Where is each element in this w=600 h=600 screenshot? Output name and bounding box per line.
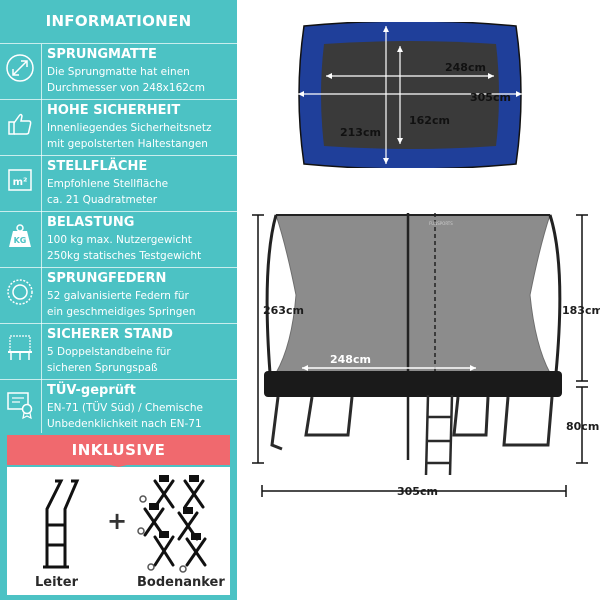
feature-description-line: ein geschmeidiges Springen bbox=[47, 306, 196, 318]
feature-description-line: EN-71 (TÜV Süd) / Chemische bbox=[47, 402, 203, 414]
feature-divider bbox=[41, 100, 42, 156]
feature-divider bbox=[41, 44, 42, 100]
feature-description-line: Die Sprungmatte hat einen bbox=[47, 66, 190, 78]
feature-belastung: KG BELASTUNG 100 kg max. Nutzergewicht 2… bbox=[0, 211, 237, 268]
feature-description-line: 250kg statisches Testgewicht bbox=[47, 250, 202, 262]
square-meter-icon: m² bbox=[8, 169, 32, 191]
feature-tuev: TÜV-geprüft EN-71 (TÜV Süd) / Chemische … bbox=[0, 379, 237, 437]
top-outer-width-label: 305cm bbox=[470, 91, 511, 104]
top-mat-depth-label: 162cm bbox=[409, 114, 450, 127]
diagonal-arrow-icon bbox=[6, 54, 34, 82]
feature-description: Innenliegendes Sicherheitsnetz mit gepol… bbox=[47, 120, 235, 152]
certificate-icon bbox=[7, 392, 33, 420]
feature-description-line: mit gepolsterten Haltestangen bbox=[47, 138, 208, 150]
banner-shape bbox=[7, 435, 230, 467]
feature-description: Empfohlene Stellfläche ca. 21 Quadratmet… bbox=[47, 176, 235, 208]
plus-sign: + bbox=[107, 507, 128, 535]
feature-description: 52 galvanisierte Federn für ein geschmei… bbox=[47, 288, 235, 320]
feature-stellflaeche: m² STELLFLÄCHE Empfohlene Stellfläche ca… bbox=[0, 155, 237, 212]
svg-text:m²: m² bbox=[13, 177, 28, 188]
feature-sprungfedern: SPRUNGFEDERN 52 galvanisierte Federn für… bbox=[0, 267, 237, 324]
feature-description: Die Sprungmatte hat einen Durchmesser vo… bbox=[47, 64, 235, 96]
feature-divider bbox=[41, 156, 42, 212]
side-mat-width-label: 248cm bbox=[330, 353, 371, 366]
feature-description-line: sicheren Sprungspaß bbox=[47, 362, 158, 374]
feature-description-line: 5 Doppelstandbeine für bbox=[47, 346, 171, 358]
inklusive-title: INKLUSIVE bbox=[71, 441, 166, 459]
side-total-height-label: 263cm bbox=[263, 304, 304, 317]
feature-sicherer-stand: SICHERER STAND 5 Doppelstandbeine für si… bbox=[0, 323, 237, 380]
feature-divider bbox=[41, 380, 42, 436]
feature-title: STELLFLÄCHE bbox=[47, 159, 148, 174]
feature-divider bbox=[41, 324, 42, 380]
feature-divider bbox=[41, 268, 42, 324]
feature-title: TÜV-geprüft bbox=[47, 383, 136, 398]
weight-icon: KG bbox=[9, 224, 31, 247]
inklusive-card: Leiter + Bodenanker bbox=[7, 467, 230, 595]
feature-description-line: 52 galvanisierte Federn für bbox=[47, 290, 189, 302]
feature-description-line: Innenliegendes Sicherheitsnetz bbox=[47, 122, 212, 134]
side-net-height-label: 183cm bbox=[562, 304, 600, 317]
thumbs-up-icon bbox=[8, 113, 32, 135]
feature-description: 100 kg max. Nutzergewicht 250kg statisch… bbox=[47, 232, 235, 264]
feature-description: EN-71 (TÜV Süd) / Chemische Unbedenklich… bbox=[47, 400, 235, 432]
sidebar-title: INFORMATIONEN bbox=[45, 12, 192, 30]
feature-description-line: Unbedenklichkeit nach EN-71 bbox=[47, 418, 202, 430]
feature-description-line: 100 kg max. Nutzergewicht bbox=[47, 234, 192, 246]
svg-text:KG: KG bbox=[14, 236, 27, 245]
brand-text: FUNSPORTS bbox=[429, 221, 453, 226]
ladder-icon bbox=[43, 479, 80, 569]
feature-description: 5 Doppelstandbeine für sicheren Sprungsp… bbox=[47, 344, 235, 376]
feature-description-line: ca. 21 Quadratmeter bbox=[47, 194, 158, 206]
feature-divider bbox=[41, 212, 42, 268]
top-view-diagram bbox=[298, 22, 522, 168]
feature-title: SPRUNGFEDERN bbox=[47, 271, 167, 286]
spring-icon bbox=[7, 279, 33, 305]
item-label-leiter: Leiter bbox=[35, 575, 78, 590]
side-frame-height-label: 80cm bbox=[566, 420, 600, 433]
trampoline-icon bbox=[8, 335, 32, 360]
top-outer-depth-label: 213cm bbox=[340, 126, 381, 139]
feature-title: SICHERER STAND bbox=[47, 327, 173, 342]
feature-title: SPRUNGMATTE bbox=[47, 47, 157, 62]
feature-title: HOHE SICHERHEIT bbox=[47, 103, 181, 118]
feature-hohe-sicherheit: HOHE SICHERHEIT Innenliegendes Sicherhei… bbox=[0, 99, 237, 156]
top-mat-width-label: 248cm bbox=[445, 61, 486, 74]
feature-title: BELASTUNG bbox=[47, 215, 135, 230]
side-view-diagram: FUNSPORTS bbox=[252, 213, 588, 497]
feature-description-line: Empfohlene Stellfläche bbox=[47, 178, 169, 190]
item-label-bodenanker: Bodenanker bbox=[137, 575, 225, 590]
side-outer-width-label: 305cm bbox=[397, 485, 438, 498]
inklusive-banner: INKLUSIVE bbox=[7, 435, 230, 467]
feature-description-line: Durchmesser von 248x162cm bbox=[47, 82, 205, 94]
ground-anchor-icon bbox=[137, 475, 207, 573]
feature-sprungmatte: SPRUNGMATTE Die Sprungmatte hat einen Du… bbox=[0, 43, 237, 100]
